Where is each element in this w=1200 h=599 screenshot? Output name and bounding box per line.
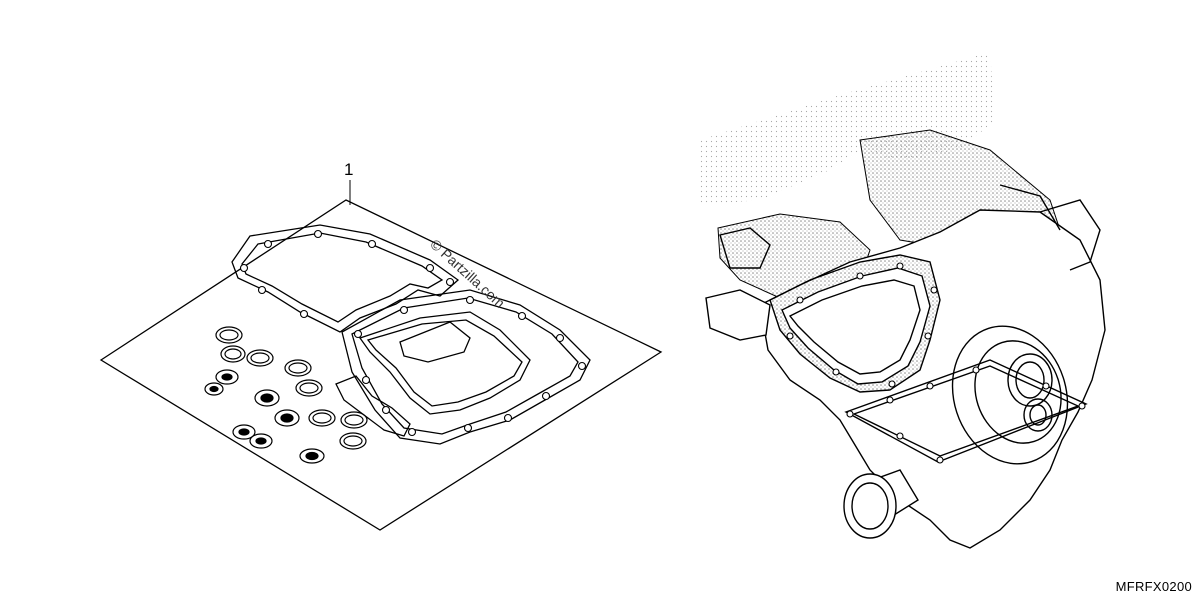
stipple-upper bbox=[700, 52, 995, 205]
plate-gasket bbox=[399, 321, 471, 363]
side-gasket bbox=[335, 375, 411, 437]
bolt-holes bbox=[239, 229, 587, 437]
gasket-kit bbox=[99, 180, 663, 531]
o-rings bbox=[204, 326, 368, 464]
crankcase-surface bbox=[844, 359, 1088, 463]
head-cover-gasket bbox=[231, 224, 460, 333]
kit-sheet bbox=[99, 199, 663, 531]
side-cover bbox=[951, 325, 1069, 465]
diagram-code: MFRFX0200 bbox=[1115, 579, 1192, 594]
callout-1-label: 1 bbox=[344, 160, 354, 179]
engine-bolt-holes bbox=[786, 262, 1086, 464]
output-boss bbox=[843, 469, 919, 539]
engine-illustration bbox=[700, 52, 1106, 549]
